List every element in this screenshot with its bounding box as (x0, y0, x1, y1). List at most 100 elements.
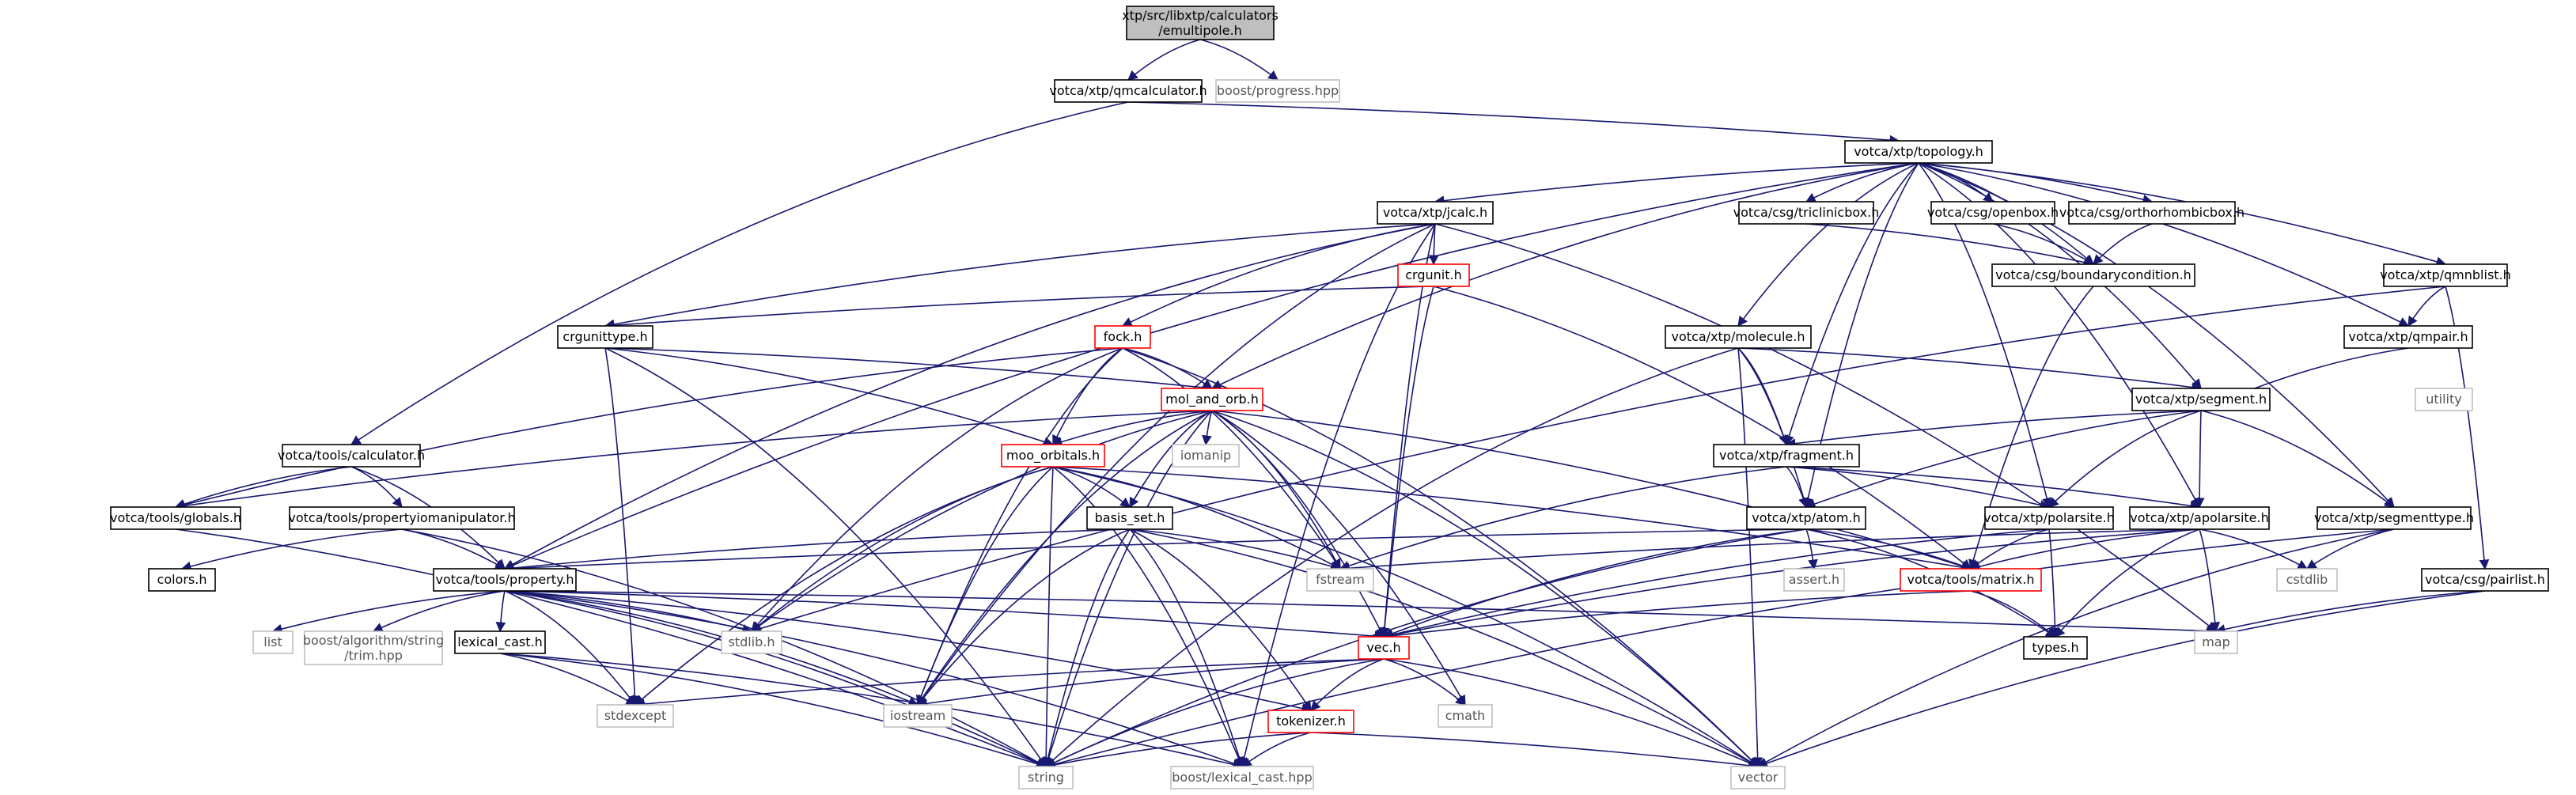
dependency-edge (1379, 223, 1436, 638)
node-mol-and-orb[interactable]: mol_and_orb.h (1161, 388, 1263, 411)
node-label: votca/xtp/molecule.h (1672, 329, 1805, 344)
node-segment[interactable]: votca/xtp/segment.h (2131, 388, 2271, 411)
dependency-edge (751, 347, 1123, 632)
dependency-edge (604, 223, 1436, 330)
node-triclinicbox[interactable]: votca/csg/triclinicbox.h (1733, 201, 1880, 225)
node-moo-orbitals[interactable]: moo_orbitals.h (1001, 444, 1105, 468)
node-molecule[interactable]: votca/xtp/molecule.h (1665, 325, 1812, 349)
dependency-edge (1210, 162, 1919, 389)
node-crgunit[interactable]: crgunit.h (1397, 263, 1470, 287)
node-label: votca/xtp/segmenttype.h (2314, 510, 2474, 525)
dependency-edge (1052, 466, 1244, 768)
node-topology[interactable]: votca/xtp/topology.h (1844, 140, 1993, 164)
node-assert: assert.h (1783, 568, 1845, 592)
node-basis-set[interactable]: basis_set.h (1086, 506, 1173, 530)
dependency-edge (1383, 658, 1760, 768)
node-propertyiomanipulator[interactable]: votca/tools/propertyiomanipulator.h (288, 506, 516, 530)
dependency-edge (1756, 528, 2395, 767)
node-label: utility (2426, 392, 2462, 407)
dependency-edge (634, 658, 1385, 710)
node-label: crgunittype.h (563, 329, 647, 344)
dependency-edge (604, 347, 1214, 393)
node-orthorhombicbox[interactable]: votca/csg/orthorhombicbox.h (2059, 201, 2245, 225)
node-jcalc[interactable]: votca/xtp/jcalc.h (1377, 201, 1494, 225)
node-polarsite[interactable]: votca/xtp/polarsite.h (1983, 506, 2115, 530)
node-label: cmath (1445, 708, 1486, 723)
node-fock[interactable]: fock.h (1094, 325, 1151, 349)
node-atom[interactable]: votca/xtp/atom.h (1746, 506, 1866, 530)
dependency-edge (1918, 162, 2200, 509)
node-label: fstream (1316, 572, 1365, 587)
node-types[interactable]: types.h (2023, 636, 2088, 660)
node-vec[interactable]: vec.h (1358, 636, 1410, 660)
node-label: votca/xtp/topology.h (1854, 144, 1983, 159)
dependency-edge (604, 286, 1434, 331)
dependency-edge (350, 466, 506, 570)
dependency-edge (1211, 410, 1759, 767)
node-tools-matrix[interactable]: votca/tools/matrix.h (1900, 568, 2042, 592)
dependency-edge (1805, 528, 1972, 571)
dependency-edge (2199, 528, 2221, 633)
node-label: votca/tools/property.h (436, 572, 574, 587)
node-label: votca/csg/openbox.h (1927, 205, 2059, 220)
dependency-edge (1434, 223, 2218, 632)
dependency-edge (350, 466, 403, 508)
node-colors[interactable]: colors.h (148, 568, 216, 592)
dependency-edge (1382, 528, 2050, 640)
node-tokenizer[interactable]: tokenizer.h (1267, 710, 1354, 733)
node-qmnblist[interactable]: votca/xtp/qmnblist.h (2380, 263, 2511, 287)
node-label: votca/csg/boundarycondition.h (1995, 267, 2191, 282)
dependency-edge (174, 347, 1123, 510)
dependency-edge (1040, 466, 1054, 768)
node-label: moo_orbitals.h (1006, 448, 1100, 464)
dependency-edge (2048, 528, 2060, 638)
dependency-edge (504, 590, 636, 706)
dependency-edge (1211, 410, 1972, 571)
dependency-edge (1043, 528, 1131, 768)
node-tools-globals[interactable]: votca/tools/globals.h (110, 506, 241, 530)
dependency-edge (1127, 101, 1900, 146)
node-lexical-cast[interactable]: lexical_cast.h (454, 630, 546, 654)
node-label: fock.h (1104, 329, 1142, 344)
node-label: votca/xtp/apolarsite.h (2130, 510, 2269, 525)
dependency-edge (1211, 410, 1466, 706)
node-root-emultipole: xtp/src/libxtp/calculators /emultipole.h (1122, 6, 1279, 40)
node-boundarycondition[interactable]: votca/csg/boundarycondition.h (1991, 263, 2195, 287)
node-label: boost/lexical_cast.hpp (1172, 770, 1312, 786)
node-fragment[interactable]: votca/xtp/fragment.h (1713, 444, 1860, 468)
dependency-edge (1129, 528, 1760, 767)
node-segmenttype[interactable]: votca/xtp/segmenttype.h (2314, 506, 2474, 530)
dependency-edge (1339, 466, 1787, 571)
dependency-edge (2055, 528, 2200, 638)
node-list: list (252, 630, 294, 654)
dependency-edge (1737, 347, 2203, 392)
node-crgunittype[interactable]: crgunittype.h (557, 325, 653, 349)
node-fstream: fstream (1306, 568, 1374, 592)
dependency-edge (2093, 223, 2153, 265)
dependency-edge (604, 347, 1055, 447)
node-qmpair[interactable]: votca/xtp/qmpair.h (2343, 325, 2473, 349)
node-pairlist[interactable]: votca/csg/pairlist.h (2421, 568, 2549, 592)
node-label: votca/xtp/fragment.h (1719, 448, 1854, 463)
dependency-edge (1918, 162, 2410, 327)
node-tools-calculator[interactable]: votca/tools/calculator.h (278, 444, 425, 468)
dependency-edge (1129, 528, 1342, 572)
dependency-edge (1805, 410, 2202, 509)
node-qmcalculator[interactable]: votca/xtp/qmcalculator.h (1049, 79, 1207, 103)
node-label: boost/algorithm/string (303, 633, 444, 648)
node-label: vector (1738, 770, 1779, 785)
node-openbox[interactable]: votca/csg/openbox.h (1927, 201, 2059, 225)
node-label: votca/xtp/qmnblist.h (2380, 267, 2511, 282)
node-tools-property[interactable]: votca/tools/property.h (433, 568, 577, 592)
dependency-edge (2048, 410, 2202, 508)
dependency-edge (1970, 590, 2056, 638)
node-label: /emultipole.h (1158, 23, 1242, 38)
dependency-edge (1785, 410, 2202, 449)
dependency-edge (916, 658, 1385, 709)
dependency-edge (350, 101, 1129, 445)
node-label: votca/xtp/segment.h (2135, 392, 2267, 407)
node-apolarsite[interactable]: votca/xtp/apolarsite.h (2129, 506, 2270, 530)
node-stdlib: stdlib.h (721, 630, 782, 654)
dependency-edge (1044, 528, 1807, 767)
dependency-edge (1202, 410, 1213, 446)
